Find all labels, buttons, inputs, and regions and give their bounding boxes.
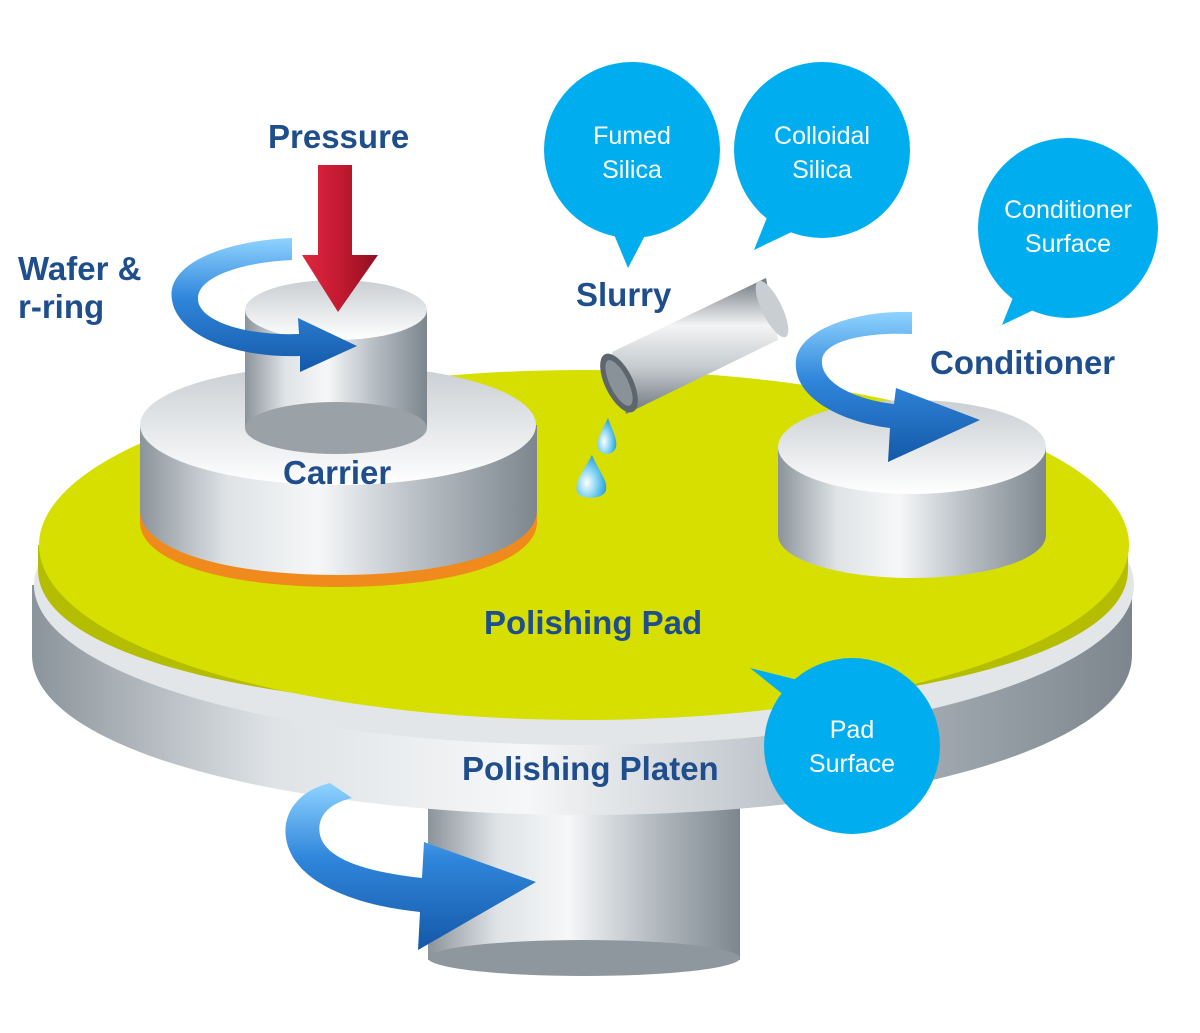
polishing-platen-label: Polishing Platen [462,750,719,787]
bubble-fumed-silica-line2: Silica [602,156,662,184]
carrier-label: Carrier [283,454,391,491]
bubble-fumed-silica-line1: Fumed [593,122,671,150]
wafer-ring [140,510,537,587]
conditioner-label: Conditioner [930,344,1115,381]
carrier-head [245,280,427,454]
bubble-conditioner-surface-line1: Conditioner [1004,196,1132,224]
slurry-label: Slurry [576,276,672,313]
bubble-conditioner-surface-line2: Surface [1025,230,1111,258]
bubble-fumed-silica: Fumed Silica [544,62,720,268]
pressure-arrow-icon [302,165,378,312]
bubble-conditioner-surface: Conditioner Surface [978,138,1158,325]
slurry-drop-icon [576,418,617,498]
polishing-pad-label: Polishing Pad [484,604,702,641]
bubble-pad-surface: Pad Surface [750,658,940,834]
bubble-colloidal-silica: Colloidal Silica [734,62,910,250]
wafer-label-line2: r-ring [18,288,104,325]
slurry-pipe-icon [600,278,789,414]
pressure-label: Pressure [268,118,409,155]
rotation-arrow-icon [171,238,980,950]
bubble-pad-surface-line2: Surface [809,750,895,778]
bubble-colloidal-silica-line2: Silica [792,156,852,184]
bubble-pad-surface-line1: Pad [830,716,874,744]
bubble-colloidal-silica-line1: Colloidal [774,122,870,150]
wafer-label-line1: Wafer & [18,250,141,287]
